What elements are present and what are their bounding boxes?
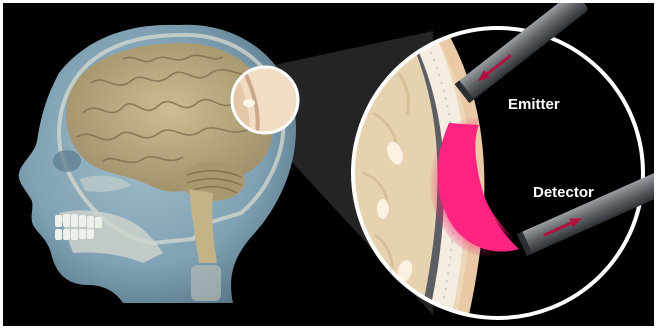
nirs-diagram: Emitter Detector	[3, 3, 654, 326]
emitter-label: Emitter	[508, 96, 560, 113]
head-illustration	[19, 25, 296, 303]
figure-frame: Emitter Detector	[3, 3, 654, 326]
detector-label: Detector	[533, 184, 594, 201]
